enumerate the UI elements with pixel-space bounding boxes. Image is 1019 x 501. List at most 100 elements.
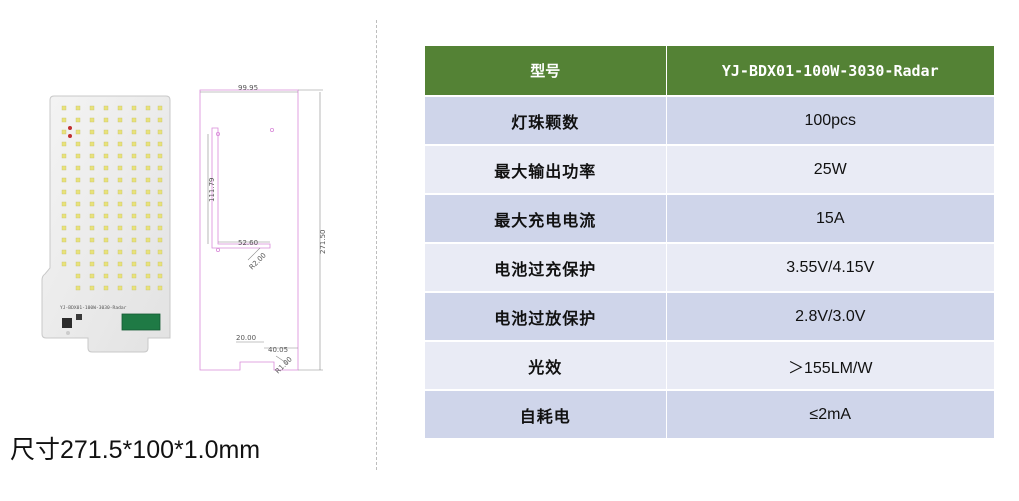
led-chip <box>103 249 109 255</box>
led-chip <box>103 261 109 267</box>
row-value: 15A <box>666 194 994 244</box>
pcb-outline <box>41 95 171 353</box>
product-images-panel: YJ-BDX01-100W-3030-Radar 99.95 <box>0 0 376 501</box>
led-chip <box>89 273 95 279</box>
led-chip <box>117 201 123 207</box>
led-chip <box>89 285 95 291</box>
controller-chip-small <box>76 314 82 320</box>
led-chip <box>157 141 163 147</box>
table-row: 电池过放保护 2.8V/3.0V <box>425 292 994 342</box>
led-chip <box>117 261 123 267</box>
led-chip <box>157 237 163 243</box>
led-chip <box>61 237 67 243</box>
led-chip <box>131 141 137 147</box>
slot-outline <box>211 127 271 249</box>
led-chip <box>75 189 81 195</box>
led-chip <box>131 165 137 171</box>
led-chip <box>117 129 123 135</box>
row-label: 自耗电 <box>425 390 667 440</box>
board-outline <box>199 89 299 371</box>
led-chip <box>75 165 81 171</box>
led-chip <box>131 201 137 207</box>
mount-hole <box>66 331 70 335</box>
led-chip <box>103 153 109 159</box>
led-chip <box>157 201 163 207</box>
led-chip <box>61 213 67 219</box>
row-value: 100pcs <box>666 96 994 146</box>
led-chip <box>75 129 81 135</box>
table-row: 自耗电 ≤2mA <box>425 390 994 440</box>
led-chip <box>145 177 151 183</box>
led-chip <box>61 117 67 123</box>
led-chip <box>61 129 67 135</box>
led-chip <box>89 141 95 147</box>
led-chip <box>61 261 67 267</box>
led-chip <box>61 141 67 147</box>
led-chip <box>157 153 163 159</box>
led-chip <box>117 141 123 147</box>
led-chip <box>75 201 81 207</box>
led-chip <box>117 225 123 231</box>
row-value: 2.8V/3.0V <box>666 292 994 342</box>
led-chip <box>103 105 109 111</box>
header-model-value: YJ-BDX01-100W-3030-Radar <box>666 46 994 97</box>
row-label: 电池过放保护 <box>425 292 667 342</box>
led-chip <box>75 273 81 279</box>
led-chip <box>61 153 67 159</box>
led-chip <box>131 261 137 267</box>
led-chip <box>131 249 137 255</box>
led-chip <box>75 141 81 147</box>
led-chip <box>75 249 81 255</box>
row-label: 最大充电电流 <box>425 194 667 244</box>
table-row: 最大输出功率 25W <box>425 145 994 195</box>
led-chip <box>103 165 109 171</box>
dimension-drawing: 99.95 271.50 111.79 52.60 R2.00 20.00 40… <box>199 84 327 375</box>
led-chip <box>103 201 109 207</box>
led-chip <box>157 189 163 195</box>
led-chip <box>157 249 163 255</box>
row-label: 光效 <box>425 341 667 391</box>
led-chip <box>89 201 95 207</box>
row-value: ≤2mA <box>666 390 994 440</box>
led-chip <box>117 213 123 219</box>
led-chip <box>89 105 95 111</box>
row-label: 最大输出功率 <box>425 145 667 195</box>
panel-divider <box>376 20 377 470</box>
led-chip <box>157 225 163 231</box>
led-chip <box>89 117 95 123</box>
dim-radius-bottom-label: R1.00 <box>274 355 294 375</box>
led-chip <box>61 201 67 207</box>
led-chip <box>157 261 163 267</box>
table-row: 电池过充保护 3.55V/4.15V <box>425 243 994 293</box>
led-chip <box>131 273 137 279</box>
led-chip <box>89 189 95 195</box>
row-label: 电池过充保护 <box>425 243 667 293</box>
led-chip <box>157 129 163 135</box>
mount-hole <box>68 126 72 130</box>
dim-radius-top-label: R2.00 <box>248 251 268 271</box>
led-chip <box>103 273 109 279</box>
pcb-board-photo: YJ-BDX01-100W-3030-Radar <box>41 95 171 353</box>
led-chip <box>157 117 163 123</box>
led-chip <box>117 249 123 255</box>
dim-width-label: 99.95 <box>238 84 258 92</box>
led-chip <box>75 177 81 183</box>
row-value: 25W <box>666 145 994 195</box>
led-chip <box>61 249 67 255</box>
led-chip <box>131 177 137 183</box>
led-chip <box>103 213 109 219</box>
led-chip <box>145 117 151 123</box>
radar-module <box>121 313 161 331</box>
led-chip <box>61 165 67 171</box>
led-chip <box>117 273 123 279</box>
spec-table: 型号 YJ-BDX01-100W-3030-Radar 灯珠颗数 100pcs … <box>425 46 994 440</box>
dim-notch-label: 20.00 <box>236 334 256 342</box>
led-chip <box>75 261 81 267</box>
table-row: 灯珠颗数 100pcs <box>425 96 994 146</box>
led-chip <box>131 285 137 291</box>
row-label: 灯珠颗数 <box>425 96 667 146</box>
led-chip <box>89 177 95 183</box>
led-chip <box>89 129 95 135</box>
led-chip <box>145 105 151 111</box>
led-chip <box>145 129 151 135</box>
